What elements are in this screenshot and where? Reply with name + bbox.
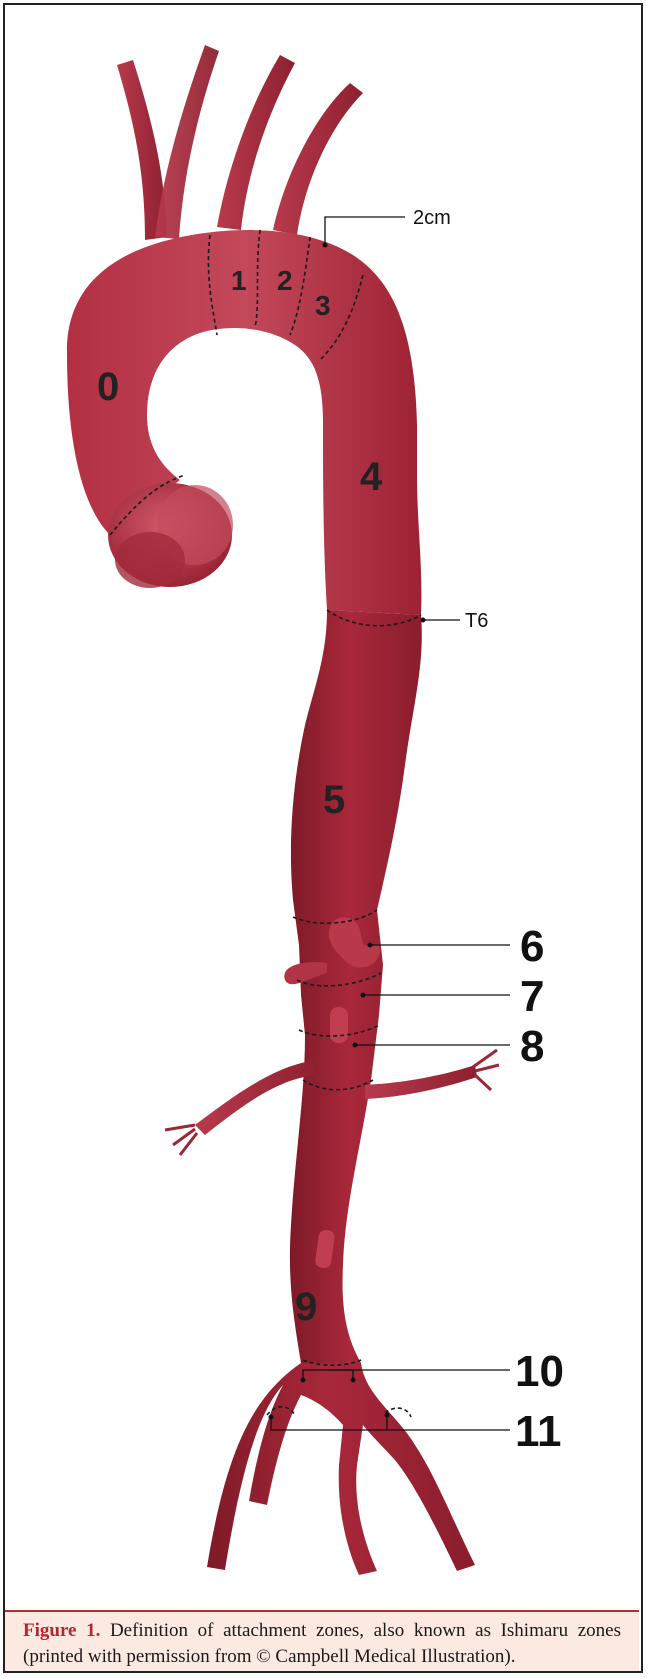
caption-text: Definition of attachment zones, also kno… xyxy=(23,1620,621,1667)
zone-5-label: 5 xyxy=(323,778,345,822)
zone-10-label: 10 xyxy=(515,1347,564,1396)
zone-0-label: 0 xyxy=(97,365,119,409)
zone-9-label: 9 xyxy=(295,1285,317,1329)
zone-1-label: 1 xyxy=(231,265,247,296)
vertebra-callout: T6 xyxy=(465,610,488,632)
iliac-arteries xyxy=(207,1363,475,1575)
zone-3-label: 3 xyxy=(315,290,331,321)
figure-label: Figure 1. xyxy=(23,1620,100,1641)
zone-4-label: 4 xyxy=(360,455,383,499)
supra-aortic-branches xyxy=(117,45,363,240)
distance-callout: 2cm xyxy=(413,207,451,229)
zone-6-label: 6 xyxy=(520,922,544,971)
zone-2-label: 2 xyxy=(277,265,293,296)
zone-8-label: 8 xyxy=(520,1022,544,1071)
aorta-illustration: 0 1 2 3 4 5 9 2cm T6 6 7 8 10 11 xyxy=(5,5,639,1610)
zone-7-label: 7 xyxy=(520,972,544,1021)
descending-aorta xyxy=(290,610,422,1363)
zone-11-label: 11 xyxy=(515,1407,562,1456)
figure-caption: Figure 1. Definition of attachment zones… xyxy=(5,1610,639,1671)
